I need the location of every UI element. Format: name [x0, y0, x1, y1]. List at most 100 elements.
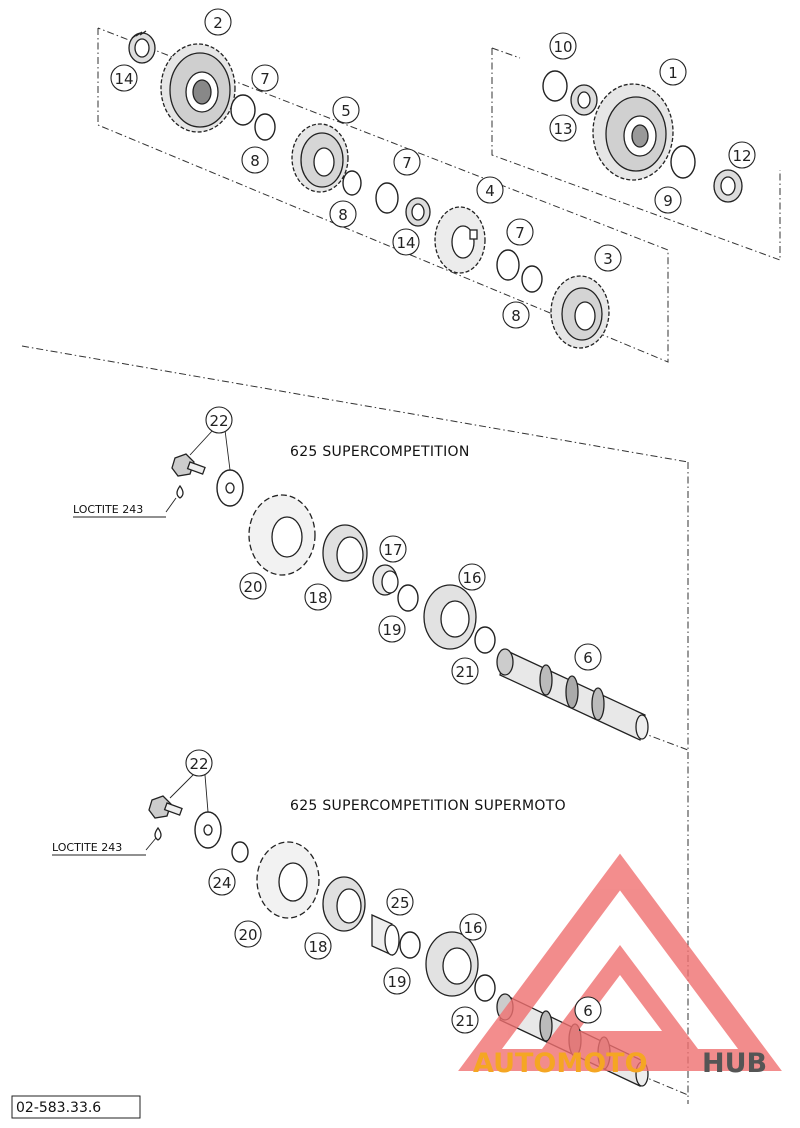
o-ring-19b — [399, 931, 421, 959]
callout-number: 19 — [387, 973, 406, 991]
loctite-note-supermoto: LOCTITE 243 — [52, 841, 122, 854]
callout-number: 16 — [462, 569, 481, 587]
callout-number: 16 — [463, 919, 482, 937]
callout-12: 12 — [728, 141, 756, 169]
loctite-note: LOCTITE 243 — [73, 503, 143, 516]
callout-22: 22 — [185, 749, 213, 777]
callout-25: 25 — [386, 888, 414, 916]
gear-2 — [160, 43, 236, 133]
callout-13: 13 — [549, 114, 577, 142]
callout-number: 17 — [383, 541, 402, 559]
callout-4: 4 — [476, 176, 504, 204]
callout-number: 25 — [390, 894, 409, 912]
callout-number: 14 — [114, 70, 133, 88]
callout-number: 18 — [308, 589, 327, 607]
washer-9 — [670, 145, 696, 179]
sprocket-20b — [256, 841, 320, 919]
gear-5 — [291, 123, 349, 193]
circlip-8a — [254, 113, 276, 141]
bolt — [171, 453, 206, 477]
callout-number: 19 — [382, 621, 401, 639]
gear-1 — [592, 83, 674, 181]
callout-8: 8 — [241, 146, 269, 174]
circlip-8c — [521, 265, 543, 293]
circlip-21b — [474, 974, 496, 1002]
leader-lines — [169, 429, 231, 813]
loctite-drop-b — [154, 826, 162, 841]
watermark-text-hub: HUB — [702, 1048, 767, 1079]
callout-number: 4 — [485, 182, 495, 200]
watermark-text-automoto: AUTOMOTO — [473, 1048, 648, 1079]
callout-10: 10 — [549, 32, 577, 60]
callout-number: 8 — [338, 206, 348, 224]
callout-number: 8 — [250, 152, 260, 170]
variant-title-supermoto: 625 SUPERCOMPETITION SUPERMOTO — [290, 798, 566, 814]
callout-5: 5 — [332, 96, 360, 124]
callout-17: 17 — [379, 535, 407, 563]
assembly-outlines — [21, 27, 781, 1104]
callout-1: 1 — [659, 58, 687, 86]
needle-bearing-12 — [713, 169, 743, 203]
callout-number: 6 — [583, 649, 593, 667]
callout-8: 8 — [329, 200, 357, 228]
callout-6: 6 — [574, 996, 602, 1024]
callout-6: 6 — [574, 643, 602, 671]
circlip-21 — [474, 626, 496, 654]
callout-22: 22 — [205, 406, 233, 434]
gear-3 — [550, 275, 610, 349]
ball-bearing-16 — [423, 584, 477, 650]
variant-title-standard: 625 SUPERCOMPETITION — [290, 444, 470, 460]
output-shaft-6 — [496, 648, 649, 741]
top-right-gear-assembly — [542, 70, 743, 203]
washer-10 — [542, 70, 568, 102]
callout-number: 3 — [603, 250, 613, 268]
standard-output-assembly — [165, 453, 649, 741]
washer-7a — [230, 94, 256, 126]
needle-bearing-13 — [570, 84, 598, 116]
callout-2: 2 — [204, 8, 232, 36]
callout-19: 19 — [378, 615, 406, 643]
needle-bearing-14 — [128, 30, 156, 64]
callout-18: 18 — [304, 583, 332, 611]
circlip-8b — [342, 170, 362, 196]
shaft-seal-18b — [322, 876, 366, 932]
drawing-code: 02-583.33.6 — [16, 1100, 101, 1116]
callout-number: 2 — [213, 14, 223, 32]
bolt-b — [148, 795, 183, 819]
callout-number: 7 — [260, 70, 270, 88]
loctite-drop — [176, 484, 184, 499]
spacer-25 — [371, 913, 400, 957]
callout-number: 18 — [308, 938, 327, 956]
needle-bearing-14b — [405, 197, 431, 227]
callout-number: 22 — [189, 755, 208, 773]
washer-7b — [375, 182, 399, 214]
callout-8: 8 — [502, 301, 530, 329]
callout-24: 24 — [208, 868, 236, 896]
washer-24 — [231, 841, 249, 863]
callout-number: 9 — [663, 192, 673, 210]
callout-number: 21 — [455, 663, 474, 681]
callout-number: 14 — [396, 234, 415, 252]
callout-number: 10 — [553, 38, 572, 56]
o-ring-19 — [397, 584, 419, 612]
washer-7c — [496, 249, 520, 281]
top-gear-assembly — [128, 30, 610, 349]
spacer-17 — [372, 564, 399, 596]
callout-number: 5 — [341, 102, 351, 120]
callout-19: 19 — [383, 967, 411, 995]
watermark-logo — [458, 853, 782, 1071]
callout-20: 20 — [239, 572, 267, 600]
callout-number: 7 — [402, 154, 412, 172]
watermark-triangle-icon — [458, 853, 782, 1071]
gear-4 — [434, 206, 486, 274]
callout-number: 22 — [209, 412, 228, 430]
callout-16: 16 — [458, 563, 486, 591]
callout-number: 13 — [553, 120, 572, 138]
callout-14: 14 — [110, 64, 138, 92]
callout-number: 20 — [238, 926, 257, 944]
drawing-code-box — [11, 1095, 141, 1119]
callout-18: 18 — [304, 932, 332, 960]
callout-21: 21 — [451, 1006, 479, 1034]
